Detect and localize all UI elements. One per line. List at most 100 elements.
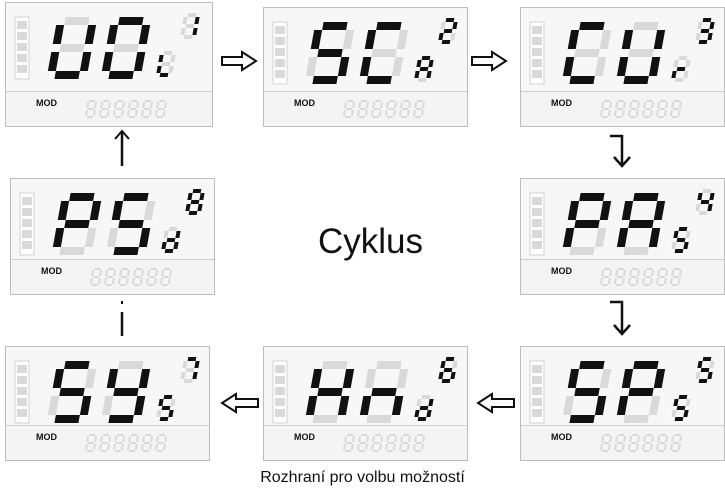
code-char: [359, 22, 409, 84]
segment-a: [375, 100, 382, 102]
segment-b: [99, 270, 103, 276]
segment-g: [120, 276, 128, 278]
segment-f: [567, 201, 580, 220]
segment-c: [406, 444, 410, 450]
odometer-display: [342, 434, 426, 452]
segment-c: [139, 278, 143, 284]
segment-e: [627, 110, 631, 116]
segment-e: [356, 110, 360, 116]
left-arrow-icon: [476, 392, 515, 414]
segment-d: [671, 284, 678, 286]
caption: Rozhraní pro volbu možností: [260, 469, 465, 486]
segment-c: [120, 444, 124, 450]
battery-bar: [532, 37, 542, 45]
segment-g: [143, 442, 151, 444]
segment-e: [695, 204, 701, 211]
segment-c: [125, 278, 129, 284]
segment-c: [707, 33, 713, 40]
segment-f: [621, 369, 634, 388]
segment-f: [147, 270, 151, 276]
segment-c: [392, 110, 396, 116]
segment-c: [391, 57, 404, 76]
segment-d: [657, 450, 664, 452]
odometer-digit: [627, 100, 641, 118]
option-number: [185, 189, 205, 215]
segment-g: [134, 276, 142, 278]
segment-d: [114, 116, 121, 118]
segment-a: [417, 100, 424, 102]
segment-d: [601, 450, 608, 452]
display-panel-1: MOD: [5, 2, 213, 127]
segment-f: [182, 17, 188, 24]
segment-f: [364, 30, 377, 49]
segment-g: [162, 276, 170, 278]
segment-e: [414, 410, 420, 417]
battery-bar: [17, 32, 27, 40]
segment-b: [623, 436, 627, 442]
segment-a: [633, 22, 659, 30]
segment-a: [421, 395, 431, 399]
segment-e: [655, 110, 659, 116]
segment-a: [347, 100, 354, 102]
segment-a: [445, 18, 455, 22]
segment-a: [633, 361, 659, 369]
segment-c: [392, 444, 396, 450]
odometer-digit: [669, 434, 683, 452]
segment-d: [441, 40, 451, 44]
segment-c: [607, 110, 611, 116]
segment-e: [305, 57, 318, 76]
segment-e: [161, 242, 167, 249]
odometer-digit: [641, 434, 655, 452]
segment-d: [386, 116, 393, 118]
segment-b: [609, 270, 613, 276]
segment-c: [683, 242, 689, 249]
mode-letter: [671, 56, 691, 82]
segment-g: [630, 442, 638, 444]
segment-b: [143, 201, 156, 220]
battery-bar: [17, 21, 27, 29]
segment-g: [59, 44, 85, 52]
segment-e: [98, 110, 102, 116]
segment-f: [440, 361, 446, 368]
segment-e: [641, 278, 645, 284]
segment-g: [129, 108, 137, 110]
segment-d: [674, 78, 684, 82]
segment-f: [364, 369, 377, 388]
segment-f: [52, 25, 65, 44]
segment-g: [616, 108, 624, 110]
battery-bar: [275, 376, 285, 384]
segment-g: [630, 276, 638, 278]
segment-a: [646, 268, 653, 270]
battery-bar: [532, 230, 542, 238]
segment-e: [98, 444, 102, 450]
segment-e: [370, 110, 374, 116]
segment-b: [150, 102, 154, 108]
segment-b: [342, 30, 355, 49]
segment-d: [615, 284, 622, 286]
segment-e: [616, 57, 629, 76]
segment-d: [643, 284, 650, 286]
segment-a: [64, 17, 90, 25]
segment-a: [376, 22, 402, 30]
segment-b: [396, 369, 409, 388]
segment-b: [623, 270, 627, 276]
odometer-digit: [599, 434, 613, 452]
segment-f: [156, 436, 160, 442]
odometer-digit: [84, 100, 98, 118]
segment-e: [641, 444, 645, 450]
segment-e: [156, 66, 162, 73]
segment-a: [347, 434, 354, 436]
segment-a: [702, 357, 712, 361]
segment-d: [344, 116, 351, 118]
segment-a: [117, 100, 124, 102]
segment-c: [350, 110, 354, 116]
segment-e: [185, 204, 191, 211]
segment-a: [674, 434, 681, 436]
segment-e: [89, 278, 93, 284]
segment-c: [420, 444, 424, 450]
battery-bar: [17, 409, 27, 417]
segment-e: [342, 110, 346, 116]
odometer-display: [599, 434, 683, 452]
segment-g: [672, 442, 680, 444]
segment-g: [672, 276, 680, 278]
